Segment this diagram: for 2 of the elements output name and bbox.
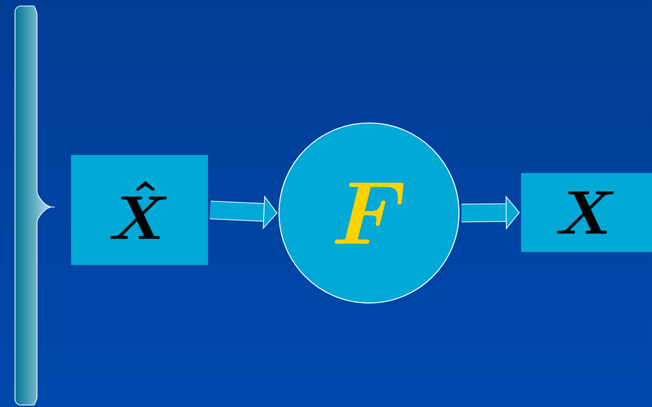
- input-box: $\hat{X}$: [71, 155, 208, 265]
- output-box: $X$: [521, 173, 652, 252]
